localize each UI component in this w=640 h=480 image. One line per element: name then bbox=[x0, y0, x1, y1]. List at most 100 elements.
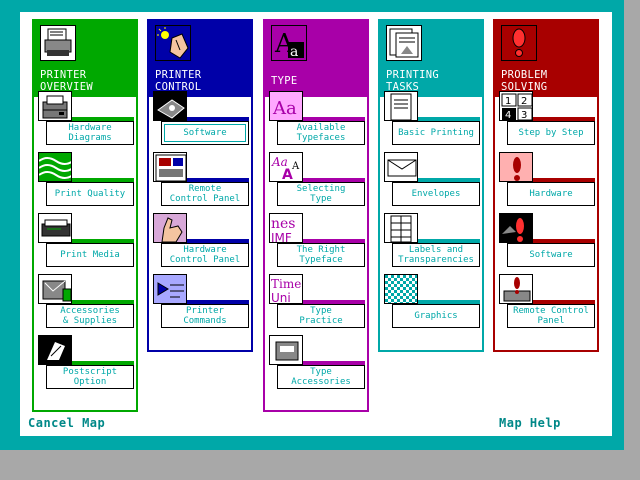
remote-problem-icon bbox=[499, 274, 533, 304]
menu-item-label[interactable]: Software bbox=[507, 243, 595, 267]
menu-item-label[interactable]: Step by Step bbox=[507, 121, 595, 145]
menu-item-label[interactable]: Basic Printing bbox=[392, 121, 480, 145]
menu-item-label[interactable]: Labels and Transparencies bbox=[392, 243, 480, 267]
menu-item[interactable]: Print Quality bbox=[38, 152, 134, 206]
wave-pattern-icon bbox=[38, 152, 72, 182]
menu-item-label[interactable]: Graphics bbox=[392, 304, 480, 328]
menu-item[interactable]: Type Accessories bbox=[269, 335, 365, 389]
labels-sheet-icon bbox=[384, 213, 418, 243]
item-accent-bar bbox=[56, 239, 134, 243]
item-accent-bar bbox=[517, 178, 595, 182]
menu-item[interactable]: Hardware Diagrams bbox=[38, 91, 134, 145]
svg-text:Uni: Uni bbox=[271, 291, 291, 304]
paper-cassette-icon bbox=[38, 213, 72, 243]
menu-item[interactable]: Software bbox=[499, 213, 595, 267]
envelope-icon bbox=[384, 152, 418, 182]
column-title: TYPE bbox=[271, 75, 298, 87]
menu-item-label[interactable]: Type Practice bbox=[277, 304, 365, 328]
svg-text:A: A bbox=[291, 161, 300, 172]
menu-item-label[interactable]: Selecting Type bbox=[277, 182, 365, 206]
menu-item-label[interactable]: Postscript Option bbox=[46, 365, 134, 389]
menu-item[interactable]: Accessories & Supplies bbox=[38, 274, 134, 328]
menu-item-label[interactable]: Hardware Control Panel bbox=[161, 243, 249, 267]
menu-item-label[interactable]: Hardware bbox=[507, 182, 595, 206]
menu-item[interactable]: Labels and Transparencies bbox=[384, 213, 480, 267]
menu-item[interactable]: Software bbox=[153, 91, 249, 145]
column-header[interactable]: PRINTER CONTROL bbox=[149, 21, 251, 97]
menu-item-label[interactable]: Hardware Diagrams bbox=[46, 121, 134, 145]
document-tasks-icon bbox=[386, 25, 422, 61]
item-accent-bar bbox=[56, 300, 134, 304]
menu-item[interactable]: Postscript Option bbox=[38, 335, 134, 389]
item-accent-bar bbox=[402, 300, 480, 304]
menu-item[interactable]: Remote Control Panel bbox=[499, 274, 595, 328]
menu-item[interactable]: Graphics bbox=[384, 274, 480, 328]
postscript-icon bbox=[38, 335, 72, 365]
column-title: PRINTER OVERVIEW bbox=[40, 69, 93, 93]
menu-item-label[interactable]: Print Media bbox=[46, 243, 134, 267]
svg-text:4: 4 bbox=[505, 110, 511, 121]
font-cartridge-icon bbox=[269, 335, 303, 365]
menu-item[interactable]: Hardware bbox=[499, 152, 595, 206]
menu-item-label[interactable]: Remote Control Panel bbox=[161, 182, 249, 206]
item-accent-bar bbox=[56, 117, 134, 121]
menu-item[interactable]: Print Media bbox=[38, 213, 134, 267]
menu-item-label[interactable]: Remote Control Panel bbox=[507, 304, 595, 328]
accessory-icon bbox=[38, 274, 72, 304]
remote-panel-icon bbox=[153, 152, 187, 182]
map-help-button[interactable]: Map Help bbox=[499, 416, 561, 430]
item-accent-bar bbox=[171, 300, 249, 304]
menu-item-label[interactable]: Envelopes bbox=[392, 182, 480, 206]
item-accent-bar bbox=[402, 239, 480, 243]
menu-item[interactable]: Printer Commands bbox=[153, 274, 249, 328]
cancel-map-button[interactable]: Cancel Map bbox=[28, 416, 106, 430]
menu-item-label[interactable]: Type Accessories bbox=[277, 365, 365, 389]
item-accent-bar bbox=[287, 178, 365, 182]
exclamation-icon bbox=[501, 25, 537, 61]
menu-item-label[interactable]: Available Typefaces bbox=[277, 121, 365, 145]
item-accent-bar bbox=[287, 239, 365, 243]
menu-item-label[interactable]: Software bbox=[161, 121, 249, 145]
item-accent-bar bbox=[402, 117, 480, 121]
item-accent-bar bbox=[171, 239, 249, 243]
menu-item[interactable]: Envelopes bbox=[384, 152, 480, 206]
menu-item-label[interactable]: The Right Typeface bbox=[277, 243, 365, 267]
menu-item-label[interactable]: Accessories & Supplies bbox=[46, 304, 134, 328]
item-accent-bar bbox=[517, 300, 595, 304]
item-accent-bar bbox=[402, 178, 480, 182]
svg-text:2: 2 bbox=[521, 96, 527, 107]
column-header[interactable]: PROBLEM SOLVING bbox=[495, 21, 597, 97]
hardware-problem-icon bbox=[499, 152, 533, 182]
page-icon bbox=[384, 91, 418, 121]
menu-item-label[interactable]: Print Quality bbox=[46, 182, 134, 206]
column-header[interactable]: PRINTER OVERVIEW bbox=[34, 21, 136, 97]
column-header[interactable]: PRINTING TASKS bbox=[380, 21, 482, 97]
aa-text-icon: Aa bbox=[269, 91, 303, 121]
menu-item-label[interactable]: Printer Commands bbox=[161, 304, 249, 328]
menu-item[interactable]: Hardware Control Panel bbox=[153, 213, 249, 267]
printer-diagram-icon bbox=[38, 91, 72, 121]
item-accent-bar bbox=[287, 361, 365, 365]
svg-text:nes: nes bbox=[271, 216, 296, 232]
item-accent-bar bbox=[56, 178, 134, 182]
svg-text:Aa: Aa bbox=[271, 155, 288, 169]
item-accent-bar bbox=[171, 117, 249, 121]
menu-item[interactable]: Basic Printing bbox=[384, 91, 480, 145]
software-problem-icon bbox=[499, 213, 533, 243]
software-hand-icon bbox=[153, 91, 187, 121]
menu-item[interactable]: Remote Control Panel bbox=[153, 152, 249, 206]
item-accent-bar bbox=[171, 178, 249, 182]
